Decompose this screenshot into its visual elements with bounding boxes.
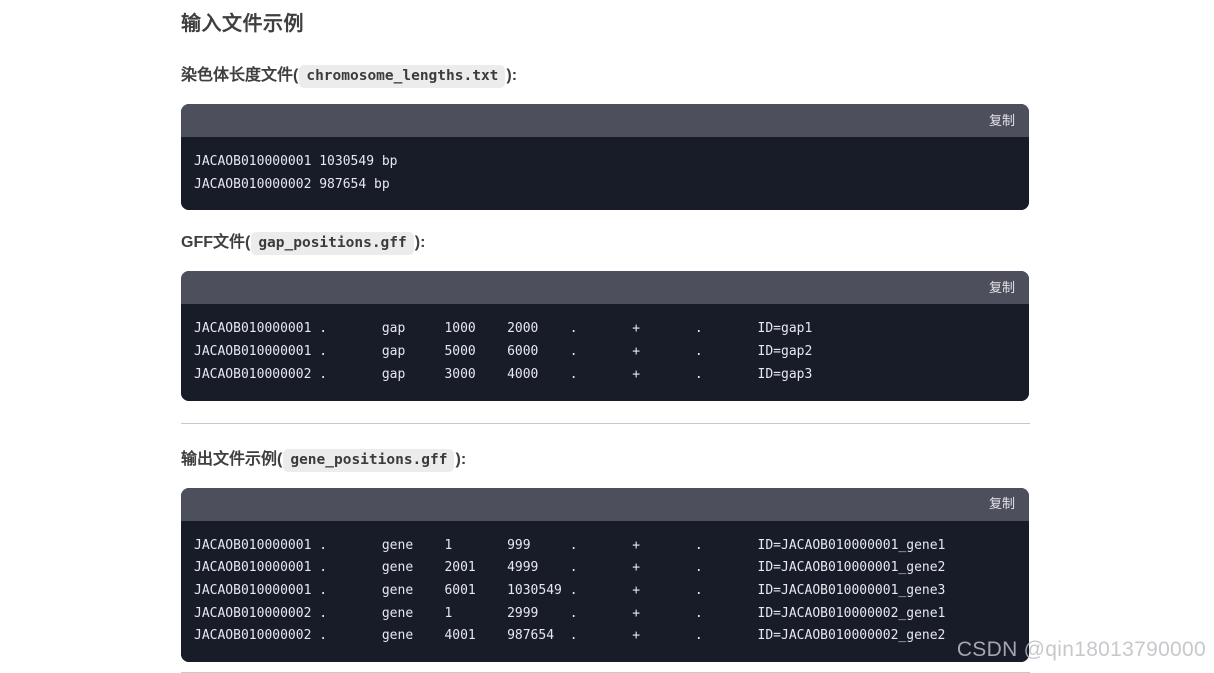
heading-prefix: GFF文件 [181,234,245,252]
code-block-body: JACAOB010000001 . gene 1 999 . + . ID=JA… [181,520,1029,663]
heading-open-paren: ( [277,450,283,468]
code-block-header: 复制 [181,104,1029,137]
copy-button[interactable]: 复制 [988,112,1015,128]
section-heading-output-file: 输出文件示例(gene_positions.gff): [181,448,1030,472]
heading-close-paren: ): [414,234,426,252]
heading-close-paren: ): [506,67,518,84]
code-line: JACAOB010000001 . gene 6001 1030549 . + … [194,582,946,598]
code-line: JACAOB010000001 . gap 5000 6000 . + . ID… [194,344,813,360]
code-block-gene-positions: 复制 JACAOB010000001 . gene 1 999 . + . ID… [181,487,1029,663]
code-line: JACAOB010000001 1030549 bp [194,154,398,169]
copy-button[interactable]: 复制 [988,279,1015,295]
heading-open-paren: ( [293,67,299,84]
heading-prefix: 染色体长度文件 [181,67,294,84]
code-block-header: 复制 [181,487,1029,521]
code-block-gap-positions: 复制 JACAOB010000001 . gap 1000 2000 . + .… [181,271,1029,401]
code-line: JACAOB010000001 . gap 1000 2000 . + . ID… [194,321,813,337]
code-line: JACAOB010000002 . gene 4001 987654 . + .… [194,628,946,644]
code-line: JACAOB010000002 . gap 3000 4000 . + . ID… [194,366,813,382]
code-block-header: 复制 [181,271,1029,305]
section-heading-chromosome-lengths: 染色体长度文件(chromosome_lengths.txt): [181,64,1030,88]
inline-code-gene-positions-gff: gene_positions.gff [283,448,455,472]
copy-button[interactable]: 复制 [988,496,1015,512]
code-block-body: JACAOB010000001 . gap 1000 2000 . + . ID… [181,304,1029,401]
code-line: JACAOB010000001 . gene 1 999 . + . ID=JA… [194,537,946,553]
heading-prefix: 输出文件示例 [181,450,278,468]
section-heading-gff-file: GFF文件(gap_positions.gff): [181,231,1030,256]
heading-close-paren: ): [455,450,467,468]
code-block-body: JACAOB010000001 1030549 bp JACAOB0100000… [181,137,1029,211]
article-content: 输入文件示例 染色体长度文件(chromosome_lengths.txt): … [181,0,1030,673]
code-block-chromosome-lengths: 复制 JACAOB010000001 1030549 bp JACAOB0100… [181,104,1029,211]
section-divider [181,422,1030,424]
heading-open-paren: ( [245,234,251,252]
code-line: JACAOB010000002 987654 bp [194,176,390,192]
code-line: JACAOB010000001 . gene 2001 4999 . + . I… [194,560,946,576]
code-line: JACAOB010000002 . gene 1 2999 . + . ID=J… [194,605,946,621]
inline-code-gap-positions-gff: gap_positions.gff [251,232,414,256]
inline-code-chromosome-lengths-txt: chromosome_lengths.txt [299,65,506,88]
page-title: 输入文件示例 [181,13,304,35]
